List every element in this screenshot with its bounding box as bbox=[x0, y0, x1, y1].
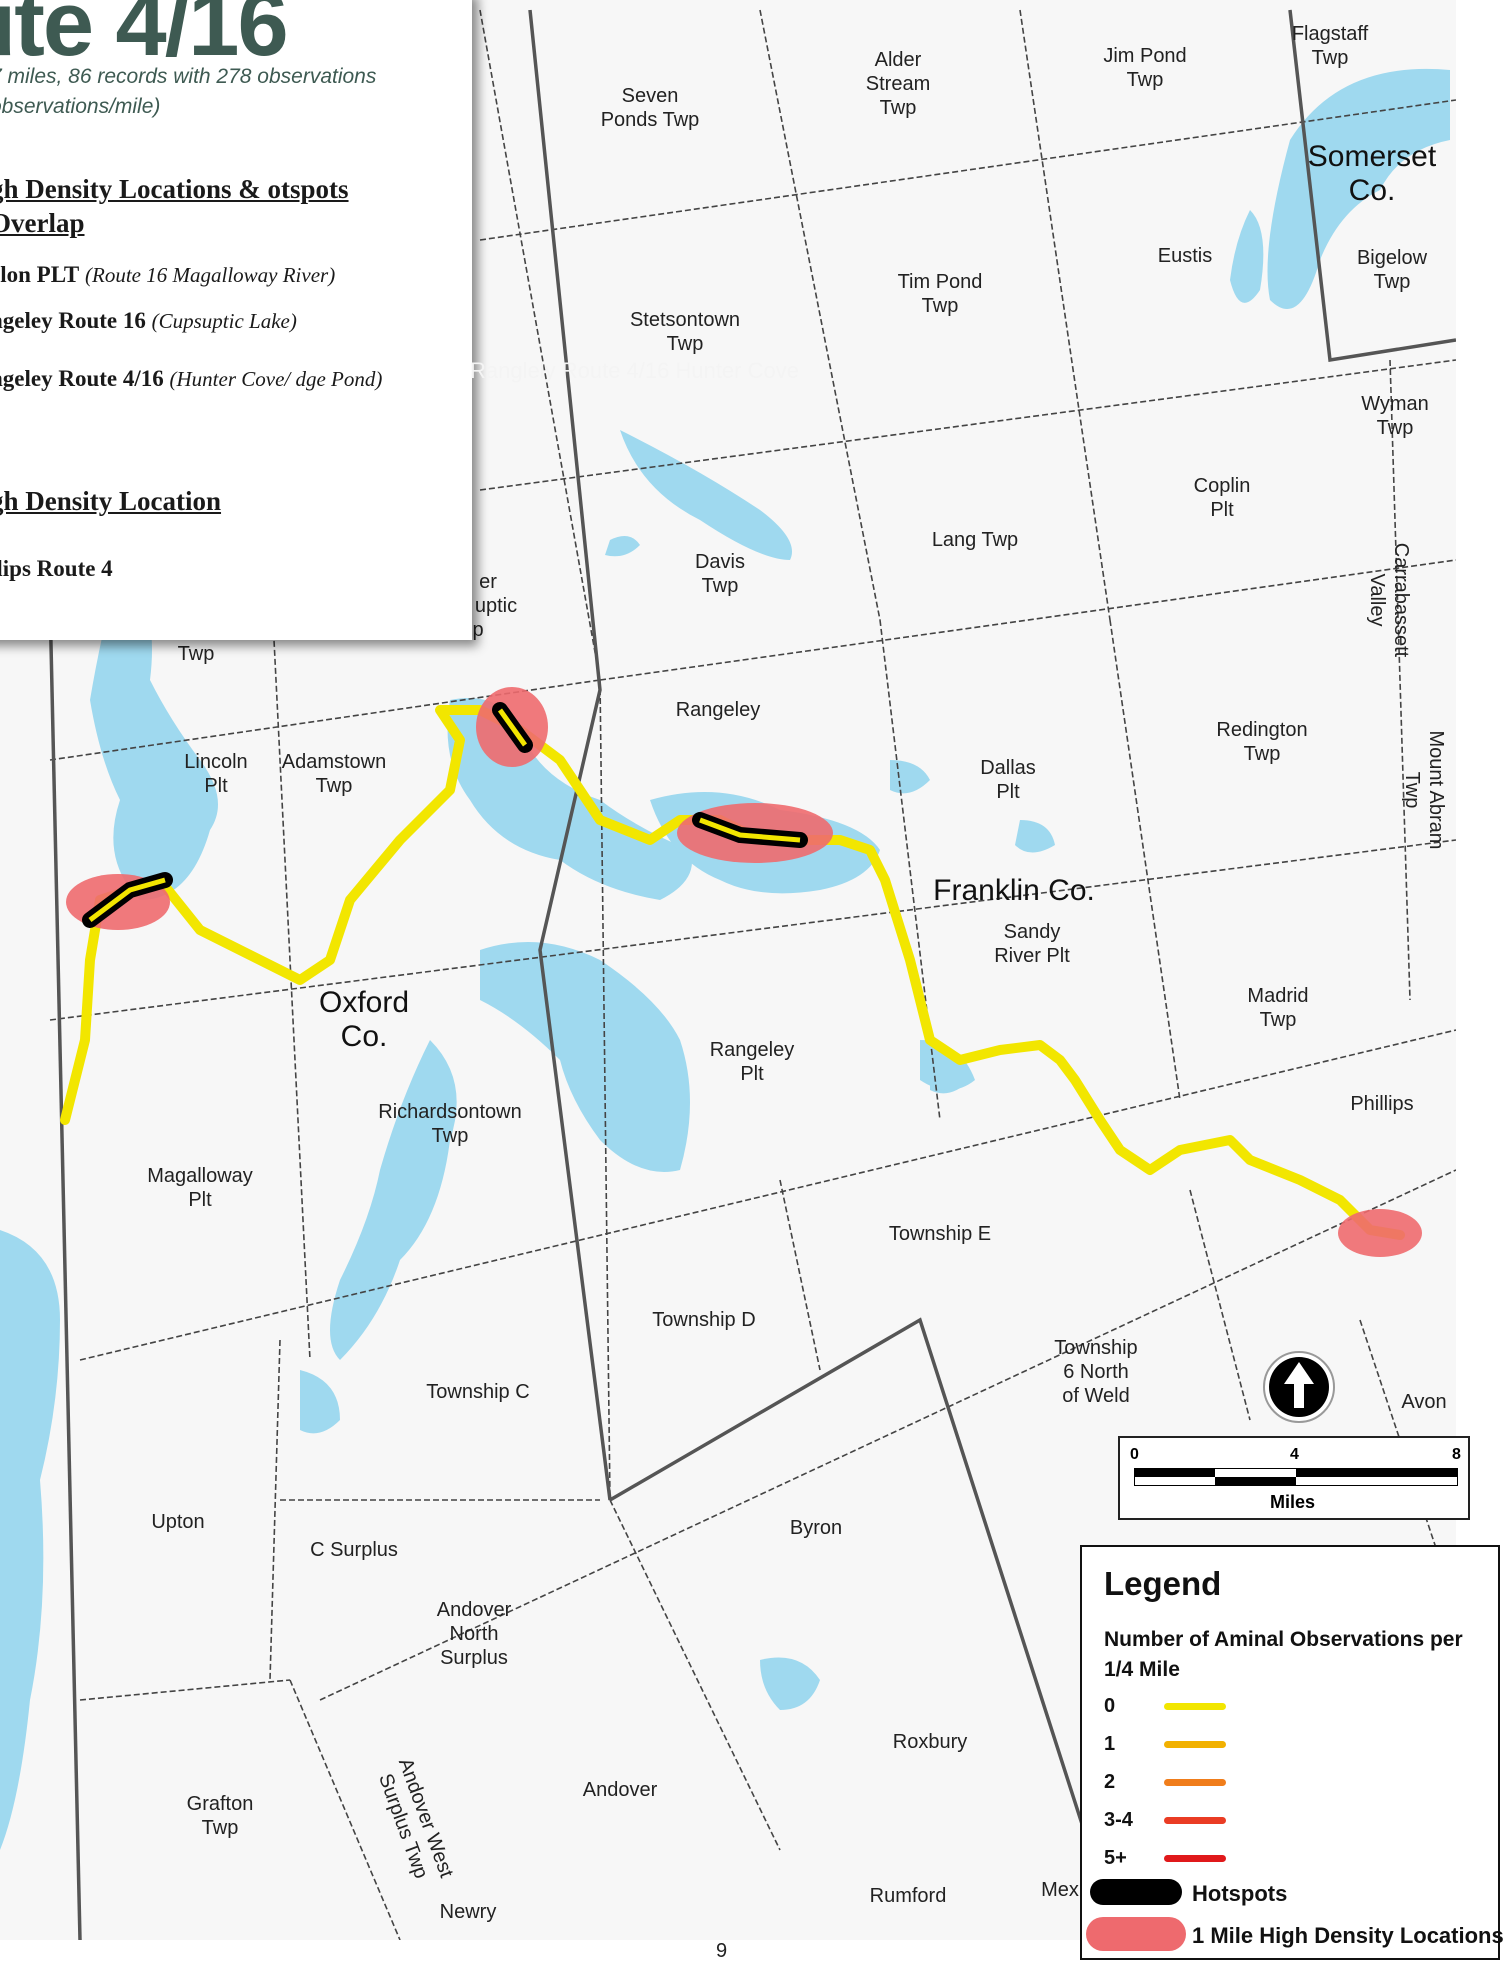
overlap-item-detail: (Hunter Cove/ dge Pond) bbox=[169, 367, 383, 391]
svg-text:p: p bbox=[472, 619, 483, 641]
legend-class-4: 5+ bbox=[1104, 1847, 1127, 1869]
high-density-swatch bbox=[1086, 1917, 1186, 1951]
legend-swatch-4 bbox=[1164, 1855, 1226, 1862]
high-density-label: 1 Mile High Density Locations bbox=[1192, 1923, 1504, 1948]
route-stats: 7 miles, 86 records with 278 observation… bbox=[0, 65, 377, 118]
legend-title: Legend bbox=[1104, 1565, 1222, 1602]
scale-bar-graphic bbox=[1134, 1468, 1458, 1486]
scale-tick-8: 8 bbox=[1452, 1446, 1461, 1463]
overlap-item: ngeley Route 16 (Cupsuptic Lake) bbox=[0, 306, 410, 336]
legend-class-1: 1 bbox=[1104, 1733, 1116, 1755]
route-overlay bbox=[88, 708, 801, 922]
route-info-panel: ute 4/16 7 miles, 86 records with 278 ob… bbox=[0, 0, 472, 640]
svg-text:Eustis: Eustis bbox=[1158, 245, 1212, 267]
svg-text:Avon: Avon bbox=[1401, 1391, 1446, 1413]
svg-text:Township E: Township E bbox=[889, 1223, 991, 1245]
svg-text:Twp: Twp bbox=[178, 643, 215, 665]
overlap-item-name: ngeley Route 4/16 bbox=[0, 366, 164, 391]
overlap-item: ngeley Route 4/16 (Hunter Cove/ dge Pond… bbox=[0, 364, 410, 394]
svg-text:CarrabassettValley: CarrabassettValley bbox=[1366, 543, 1412, 658]
ghost-text: Ranglely Route 4/16 Hunter Cove bbox=[470, 358, 799, 383]
svg-text:Rumford: Rumford bbox=[870, 1885, 947, 1907]
high-density-item-name: llips Route 4 bbox=[0, 556, 113, 581]
hotspots-swatch bbox=[1090, 1879, 1182, 1905]
svg-text:Lang Twp: Lang Twp bbox=[932, 529, 1018, 551]
overlap-section-title: gh Density Locations & otspots Overlap bbox=[0, 174, 349, 238]
scale-bar: 0 4 8 Miles bbox=[1118, 1436, 1470, 1520]
overlap-item-name: ngeley Route 16 bbox=[0, 308, 146, 333]
scale-tick-0: 0 bbox=[1130, 1446, 1139, 1463]
hotspots-label: Hotspots bbox=[1192, 1881, 1288, 1906]
north-arrow-icon bbox=[1263, 1351, 1335, 1423]
svg-text:Andover: Andover bbox=[583, 1779, 658, 1801]
overlap-item-name: clon PLT bbox=[0, 262, 80, 287]
high-density-item: llips Route 4 bbox=[0, 554, 410, 584]
overlap-item: clon PLT (Route 16 Magalloway River) bbox=[0, 260, 410, 290]
svg-text:Newry: Newry bbox=[440, 1901, 497, 1923]
legend-swatch-1 bbox=[1164, 1741, 1226, 1748]
svg-text:Phillips: Phillips bbox=[1350, 1093, 1413, 1115]
legend-class-0: 0 bbox=[1104, 1695, 1116, 1717]
svg-text:Franklin Co.: Franklin Co. bbox=[933, 874, 1095, 907]
svg-text:Byron: Byron bbox=[790, 1517, 842, 1539]
svg-text:uptic: uptic bbox=[475, 595, 517, 617]
legend-class-3: 3-4 bbox=[1104, 1809, 1133, 1831]
legend-class-2: 2 bbox=[1104, 1771, 1116, 1793]
overlap-item-detail: (Cupsuptic Lake) bbox=[151, 309, 297, 333]
svg-text:Rangeley: Rangeley bbox=[676, 699, 761, 721]
legend-swatch-2 bbox=[1164, 1779, 1226, 1786]
page-number: 9 bbox=[716, 1940, 728, 1962]
svg-text:Township C: Township C bbox=[426, 1381, 529, 1403]
svg-text:er: er bbox=[479, 571, 497, 593]
svg-text:C Surplus: C Surplus bbox=[310, 1539, 398, 1561]
legend-swatch-0 bbox=[1164, 1703, 1226, 1710]
svg-text:Roxbury: Roxbury bbox=[893, 1731, 967, 1753]
svg-text:Upton: Upton bbox=[151, 1511, 204, 1533]
legend-subtitle: Number of Aminal Observations per 1/4 Mi… bbox=[1104, 1628, 1463, 1681]
svg-text:Township D: Township D bbox=[652, 1309, 755, 1331]
legend-swatch-3 bbox=[1164, 1817, 1226, 1824]
high-density-section-title: gh Density Location bbox=[0, 486, 222, 516]
overlap-item-detail: (Route 16 Magalloway River) bbox=[85, 263, 336, 287]
legend: Legend Number of Aminal Observations per… bbox=[1080, 1545, 1504, 1960]
scale-tick-4: 4 bbox=[1290, 1446, 1299, 1463]
county-boundaries bbox=[48, 9, 1456, 1940]
scale-unit: Miles bbox=[1270, 1492, 1316, 1512]
svg-text:Mex: Mex bbox=[1041, 1879, 1079, 1901]
svg-text:Mount AbramTwp: Mount AbramTwp bbox=[1401, 731, 1447, 850]
route-title: ute 4/16 bbox=[0, 0, 289, 75]
